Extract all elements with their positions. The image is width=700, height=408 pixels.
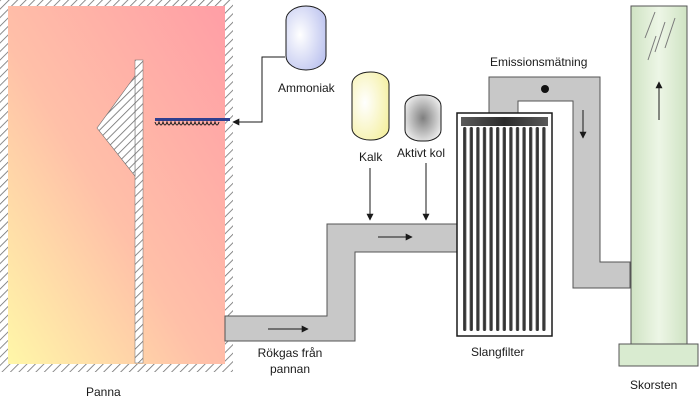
filter-bag-tube [502, 127, 506, 331]
emission-label: Emissionsmätning [490, 55, 587, 69]
ammonia-label: Ammoniak [278, 81, 336, 95]
filter-bag-tube [463, 127, 467, 331]
lime-label: Kalk [359, 150, 383, 164]
filter-bag-tube [509, 127, 513, 331]
filter-bags [463, 127, 546, 331]
filter-bag-tube [476, 127, 480, 331]
boiler-label: Panna [86, 385, 121, 399]
flue-gas-label-line1: Rökgas från [258, 346, 323, 360]
filter-bag-tube [522, 127, 526, 331]
ammonia-tank-icon [285, 5, 327, 71]
filter-bag-tube [482, 127, 487, 331]
chimney-label: Skorsten [630, 378, 677, 392]
filter-bag-tube [489, 127, 493, 331]
boiler-baffle [134, 59, 144, 364]
chimney-base [618, 343, 699, 367]
filter-bag-tube [496, 127, 500, 331]
filter-bag-tube [535, 127, 539, 331]
emission-duct [488, 76, 631, 289]
emission-sensor-icon [541, 85, 549, 93]
chimney [618, 5, 699, 367]
bag-filter-label: Slangfilter [471, 345, 524, 359]
bag-filter [456, 112, 553, 337]
ammonia-feed-arrow [232, 56, 285, 126]
ammonia-lance [155, 118, 230, 121]
carbon-label: Aktivt kol [397, 146, 445, 160]
carbon-tank-icon [404, 94, 442, 142]
filter-bag-tube [542, 127, 546, 331]
filter-bag-tube [515, 127, 520, 331]
filter-bag-tube [469, 127, 473, 331]
boiler-deflector [96, 75, 136, 177]
lance-spring [154, 120, 220, 126]
flue-gas-label-line2: pannan [270, 362, 310, 376]
lime-tank-icon [351, 71, 390, 141]
boiler [0, 0, 233, 372]
flue-gas-duct [224, 223, 461, 342]
filter-bag-tube [529, 127, 533, 331]
boiler-chamber [8, 6, 225, 364]
